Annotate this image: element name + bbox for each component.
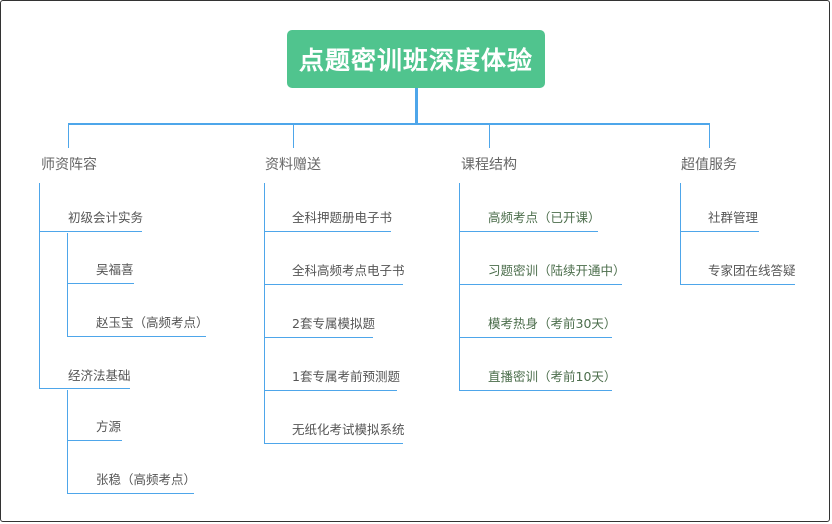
connector [489,124,490,148]
connector [459,284,622,285]
node-course: 模考热身（考前30天） [488,316,617,331]
connector [293,124,294,148]
root-node: 点题密训班深度体验 [287,30,545,88]
node-teacher: 方源 [96,419,122,434]
connector [459,231,598,232]
connector [264,284,403,285]
node-material: 无纸化考试模拟系统 [292,422,405,437]
node-material: 1套专属考前预测题 [292,369,400,384]
connector [39,183,40,388]
connector [680,183,681,285]
connector [264,390,397,391]
connector [39,231,142,232]
branch-services: 超值服务 [681,157,737,173]
connector [264,183,265,444]
branch-materials: 资料赠送 [265,157,321,173]
node-material: 2套专属模拟题 [292,316,375,331]
node-course: 直播密训（考前10天） [488,369,617,384]
node-service: 社群管理 [708,210,759,225]
connector [67,233,68,336]
connector [680,284,795,285]
node-accounting: 初级会计实务 [68,210,144,225]
connector [39,388,130,389]
connector [68,124,69,148]
connector [415,88,418,124]
node-course: 习题密训（陆续开通中） [488,263,626,278]
node-material: 全科高频考点电子书 [292,263,405,278]
node-course: 高频考点（已开课） [488,210,601,225]
connector [67,336,206,337]
node-material: 全科押题册电子书 [292,210,393,225]
connector [264,337,373,338]
connector [67,283,134,284]
node-teacher: 赵玉宝（高频考点） [96,315,209,330]
node-teacher: 吴福喜 [96,262,134,277]
connector [67,390,68,493]
connector [67,440,122,441]
connector [459,337,612,338]
connector [709,124,710,148]
connector [67,493,194,494]
connector [264,231,391,232]
connector [68,123,710,125]
node-service: 专家团在线答疑 [708,263,796,278]
connector [459,183,460,391]
connector [459,390,612,391]
branch-faculty: 师资阵容 [41,157,97,173]
node-economic-law: 经济法基础 [68,368,131,383]
branch-course-structure: 课程结构 [461,157,517,173]
connector [264,443,403,444]
connector [680,231,759,232]
node-teacher: 张稳（高频考点） [96,472,197,487]
